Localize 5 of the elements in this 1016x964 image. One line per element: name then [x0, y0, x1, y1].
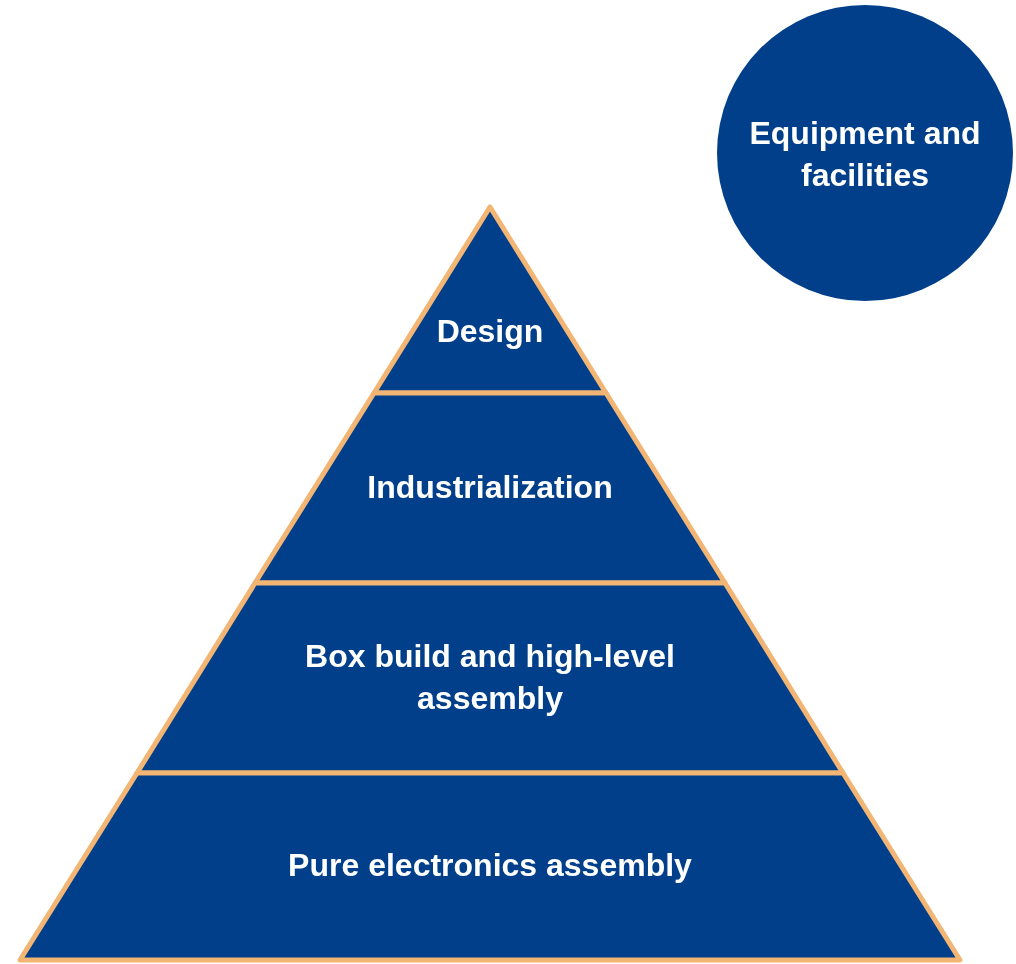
tier-label: Pure electronics assembly [287, 846, 693, 886]
tier-label: Box build and high-level assembly [304, 637, 676, 718]
circle-label: Equipment and facilities [748, 114, 982, 195]
tier-label: Design [435, 312, 545, 352]
tier-label: Industrialization [366, 468, 614, 508]
